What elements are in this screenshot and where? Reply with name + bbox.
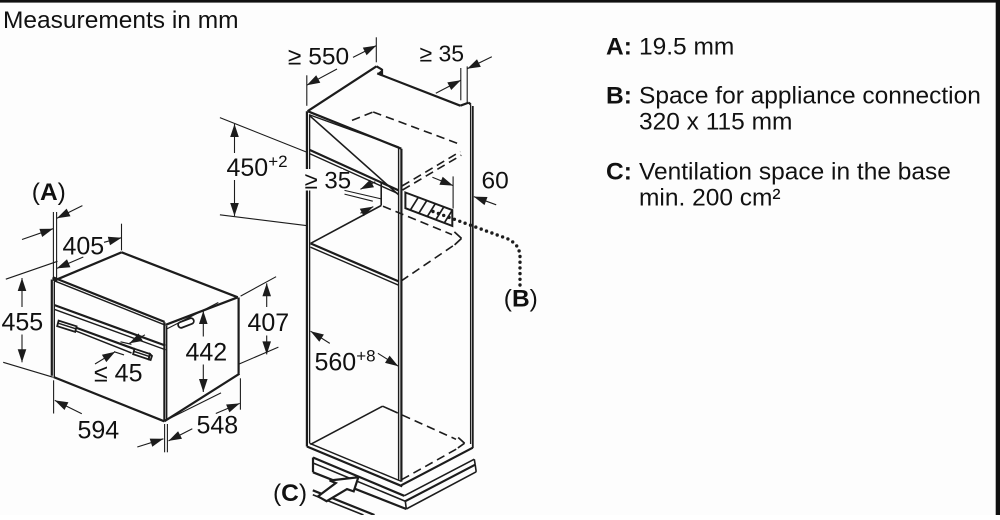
svg-text:min. 200 cm²: min. 200 cm² (639, 185, 781, 212)
svg-text:455: 455 (2, 309, 44, 337)
svg-text:B:: B: (606, 83, 632, 110)
svg-text:(B): (B) (504, 285, 538, 312)
svg-text:548: 548 (197, 412, 239, 440)
svg-text:594: 594 (78, 417, 120, 445)
svg-text:Space for appliance connection: Space for appliance connection (639, 83, 981, 110)
svg-text:≤ 45: ≤ 45 (94, 360, 142, 388)
svg-text:A:: A: (606, 34, 632, 61)
svg-text:19.5 mm: 19.5 mm (639, 34, 734, 61)
svg-text:407: 407 (248, 309, 290, 337)
svg-text:Measurements in mm: Measurements in mm (3, 7, 239, 34)
svg-text:560+8: 560+8 (315, 347, 376, 377)
svg-text:(C): (C) (273, 480, 307, 507)
svg-text:≥ 35: ≥ 35 (305, 168, 352, 195)
svg-text:60: 60 (482, 168, 509, 195)
svg-text:(A): (A) (32, 179, 66, 206)
svg-text:≥ 35: ≥ 35 (420, 41, 465, 67)
svg-text:Ventilation space in the base: Ventilation space in the base (639, 159, 951, 186)
svg-text:C:: C: (606, 159, 632, 186)
svg-text:442: 442 (186, 339, 228, 367)
svg-text:≥ 550: ≥ 550 (288, 44, 349, 71)
svg-text:320 x 115 mm: 320 x 115 mm (639, 109, 792, 136)
svg-text:405: 405 (63, 233, 105, 261)
